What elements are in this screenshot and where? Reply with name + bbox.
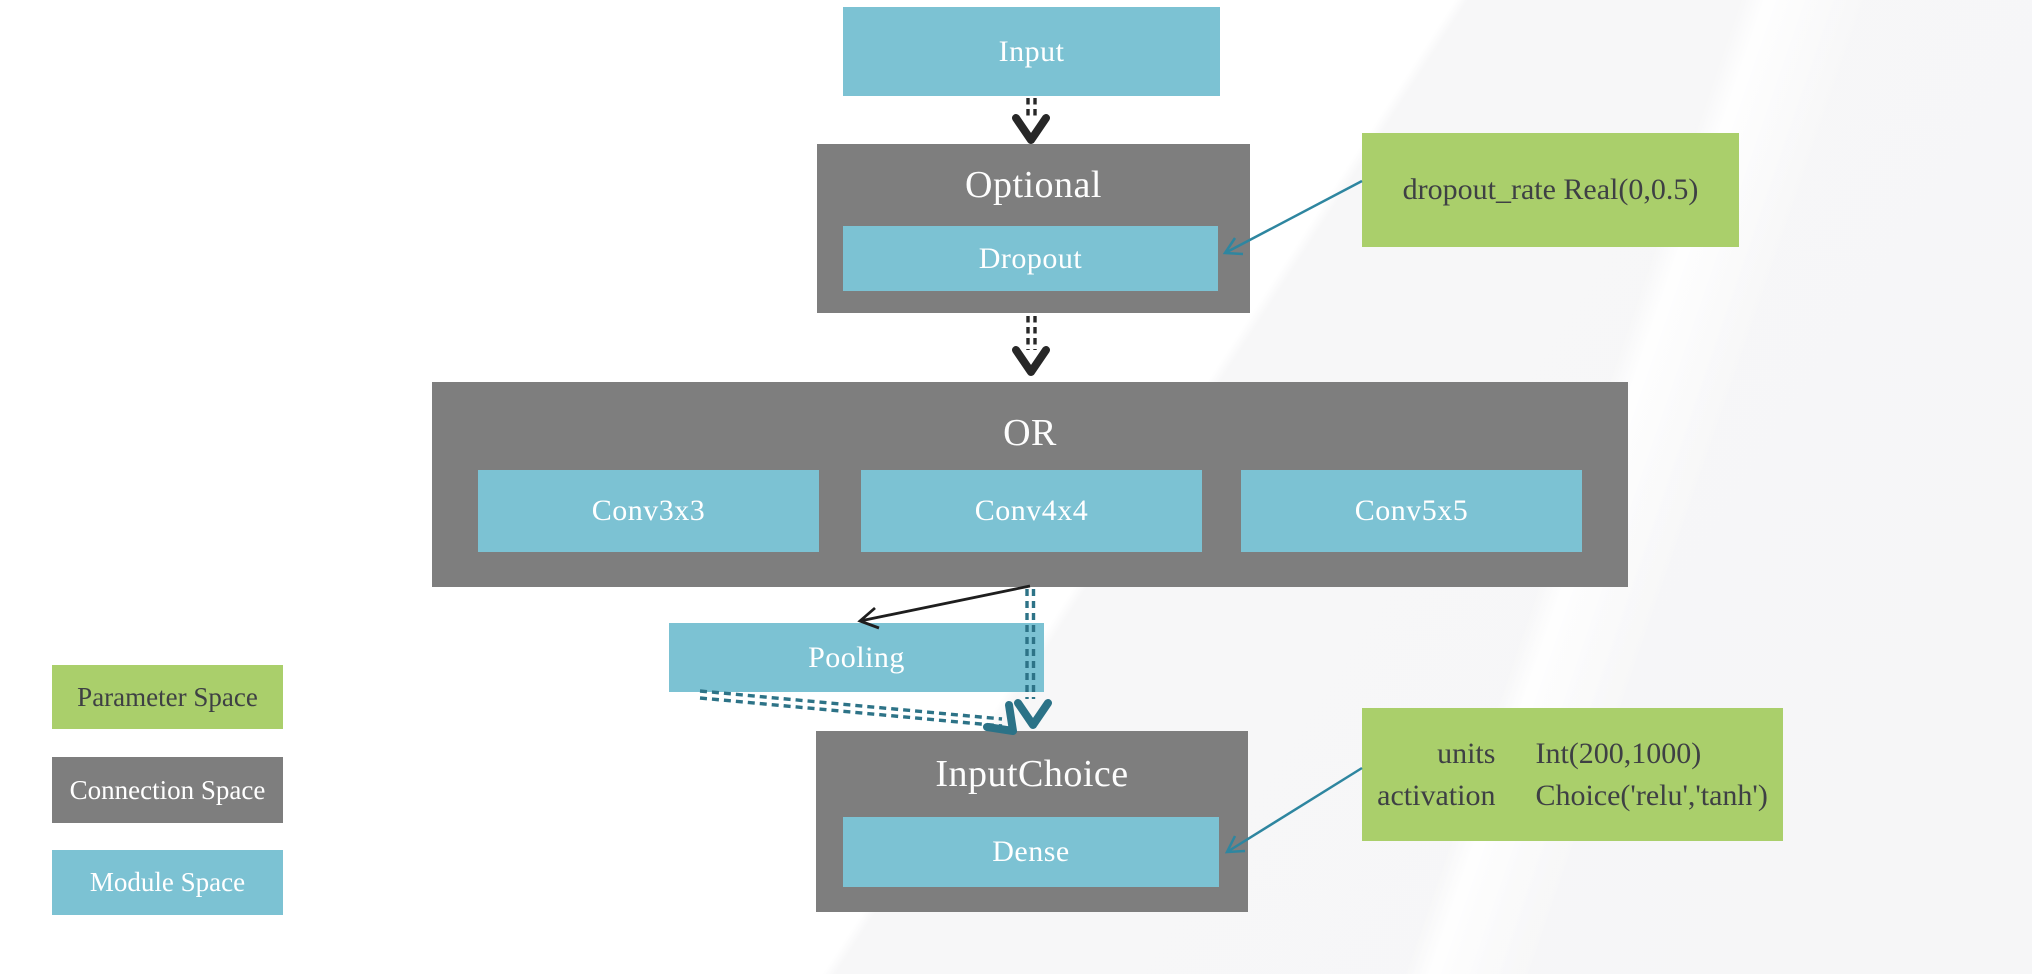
node-conv4x4-label: Conv4x4: [974, 494, 1089, 527]
node-input-label: Input: [998, 34, 1065, 68]
param-box-dense: units Int(200,1000) activation Choice('r…: [1362, 708, 1783, 841]
legend-connection-space-label: Connection Space: [69, 774, 266, 805]
param-dense-value-units: Int(200,1000): [1535, 736, 1702, 770]
arrowhead-down-icon: [1014, 699, 1052, 729]
node-optional: Optional Dropout: [817, 144, 1250, 313]
param-dense-value-activation: Choice('relu','tanh'): [1535, 778, 1768, 812]
node-dense: Dense: [843, 817, 1219, 887]
node-input-choice-title: InputChoice: [935, 753, 1129, 795]
node-dense-label: Dense: [992, 835, 1070, 868]
node-conv3x3-label: Conv3x3: [591, 494, 706, 527]
node-or-title: OR: [1003, 412, 1057, 454]
legend-parameter-space: Parameter Space: [52, 665, 283, 729]
legend-module-space-label: Module Space: [89, 867, 246, 897]
node-pooling: Pooling: [669, 623, 1044, 692]
param-box-dropout-rate: dropout_rate Real(0,0.5): [1362, 133, 1739, 247]
arrowhead-down-icon: [1012, 346, 1050, 376]
param-dense-name-activation: activation: [1377, 778, 1496, 812]
legend-module-space: Module Space: [52, 850, 283, 915]
node-conv4x4: Conv4x4: [861, 470, 1202, 552]
node-dropout: Dropout: [843, 226, 1218, 291]
arrow-optional-to-or: [1012, 316, 1050, 376]
arrow-or-to-pooling: [857, 584, 1031, 630]
node-input-choice: InputChoice Dense: [816, 731, 1248, 912]
param-dense-name-units: units: [1437, 736, 1496, 770]
node-or: OR Conv3x3 Conv4x4 Conv5x5: [432, 382, 1628, 587]
node-optional-title: Optional: [965, 164, 1102, 206]
node-conv5x5-label: Conv5x5: [1354, 494, 1469, 527]
arrowhead-down-right-icon: [983, 701, 1017, 735]
node-conv3x3: Conv3x3: [478, 470, 819, 552]
arrow-input-to-optional: [1012, 98, 1050, 144]
node-conv5x5: Conv5x5: [1241, 470, 1582, 552]
legend-connection-space: Connection Space: [52, 757, 283, 823]
legend-parameter-space-label: Parameter Space: [77, 681, 258, 712]
param-dropout-rate-text: dropout_rate Real(0,0.5): [1402, 173, 1699, 206]
arrowhead-down-icon: [1012, 114, 1050, 144]
arrow-pooling-to-inputchoice: [699, 689, 1017, 735]
node-pooling-label: Pooling: [808, 640, 905, 674]
node-dropout-label: Dropout: [978, 241, 1083, 275]
node-input: Input: [843, 7, 1220, 96]
